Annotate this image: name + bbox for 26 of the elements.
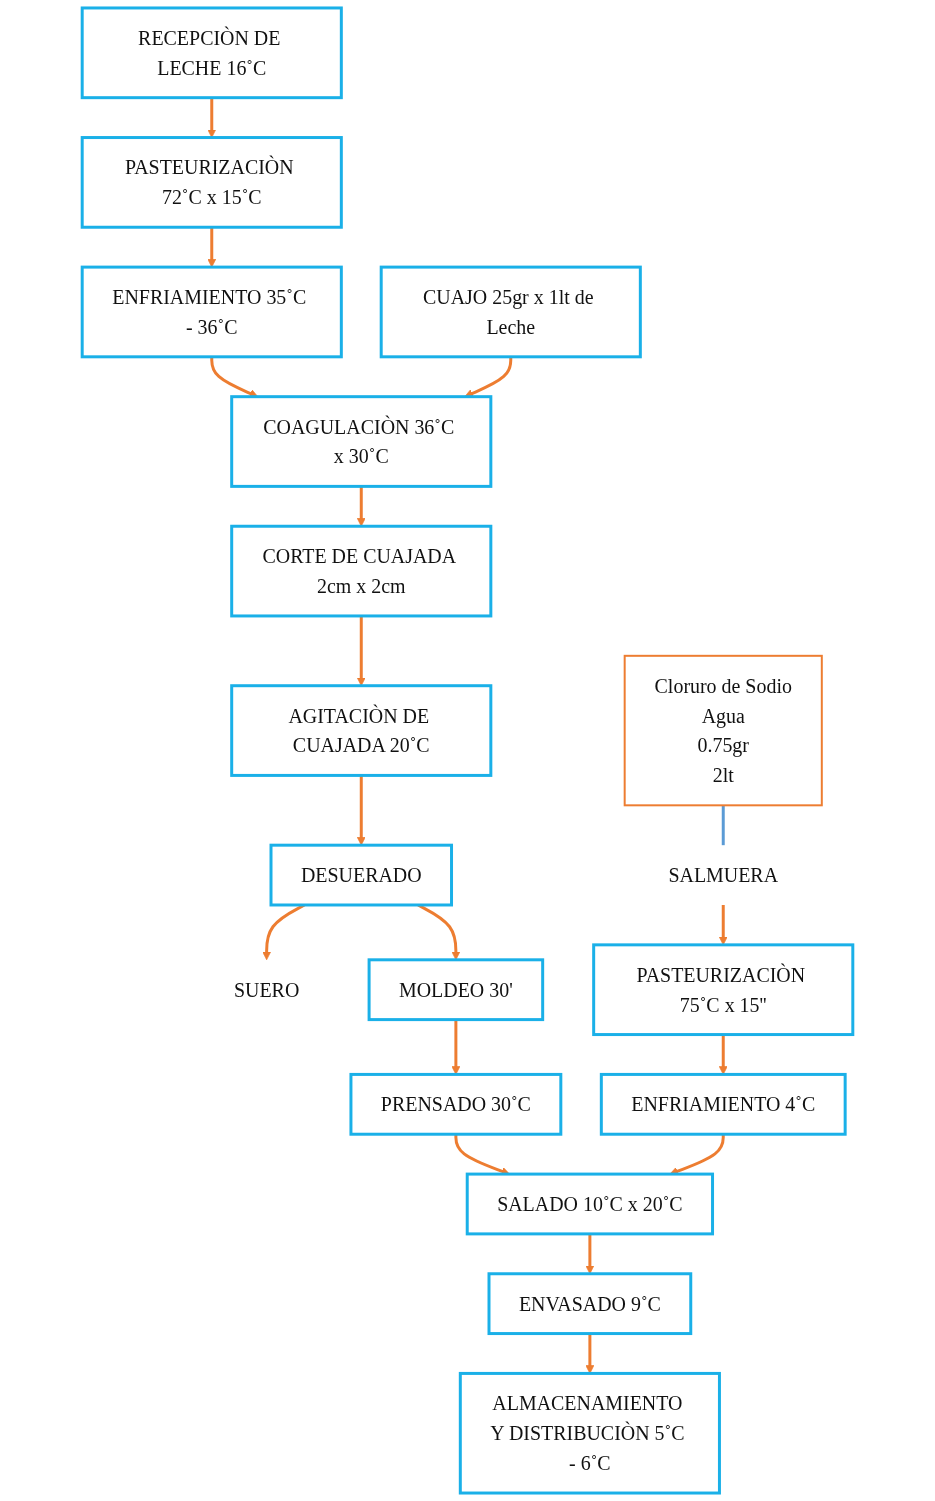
node-box: CUAJO 25gr x 1lt de Leche xyxy=(379,265,642,359)
connector xyxy=(721,805,725,846)
node-box: PASTEURIZACIÒN 72˚C x 15˚C xyxy=(80,136,343,229)
arrow xyxy=(585,1333,595,1374)
node-box: MOLDEO 30' xyxy=(367,958,545,1022)
node-box: ENFRIAMIENTO 4˚C xyxy=(599,1072,847,1136)
arrow xyxy=(356,775,366,846)
node-box: DESUERADO xyxy=(269,843,453,907)
node-text: SUERO xyxy=(233,978,300,1001)
node-text: SALMUERA xyxy=(668,864,779,887)
node-box: Cloruro de Sodio Agua 0.75gr 2lt xyxy=(623,654,823,807)
node-box: RECEPCIÒN DE LECHE 16˚C xyxy=(80,6,343,100)
node-box: ENFRIAMIENTO 35˚C - 36˚C xyxy=(80,265,343,359)
arrow xyxy=(207,97,217,138)
node-box: COAGULACIÒN 36˚C x 30˚C xyxy=(230,395,493,488)
arrow xyxy=(356,486,366,527)
node-box: CORTE DE CUAJADA 2cm x 2cm xyxy=(230,524,493,618)
arrow xyxy=(207,227,217,268)
node-box: ALMACENAMIENTO Y DISTRIBUCIÒN 5˚C - 6˚C xyxy=(458,1371,721,1495)
node-box: SALADO 10˚C x 20˚C xyxy=(465,1172,715,1236)
node-box: PRENSADO 30˚C xyxy=(349,1072,563,1136)
node-box: PASTEURIZACIÒN 75˚C x 15'' xyxy=(592,943,855,1037)
node-box: AGITACIÒN DE CUAJADA 20˚C xyxy=(230,684,493,777)
arrow xyxy=(718,1034,728,1075)
arrow xyxy=(451,1019,461,1075)
node-box: ENVASADO 9˚C xyxy=(487,1272,693,1336)
